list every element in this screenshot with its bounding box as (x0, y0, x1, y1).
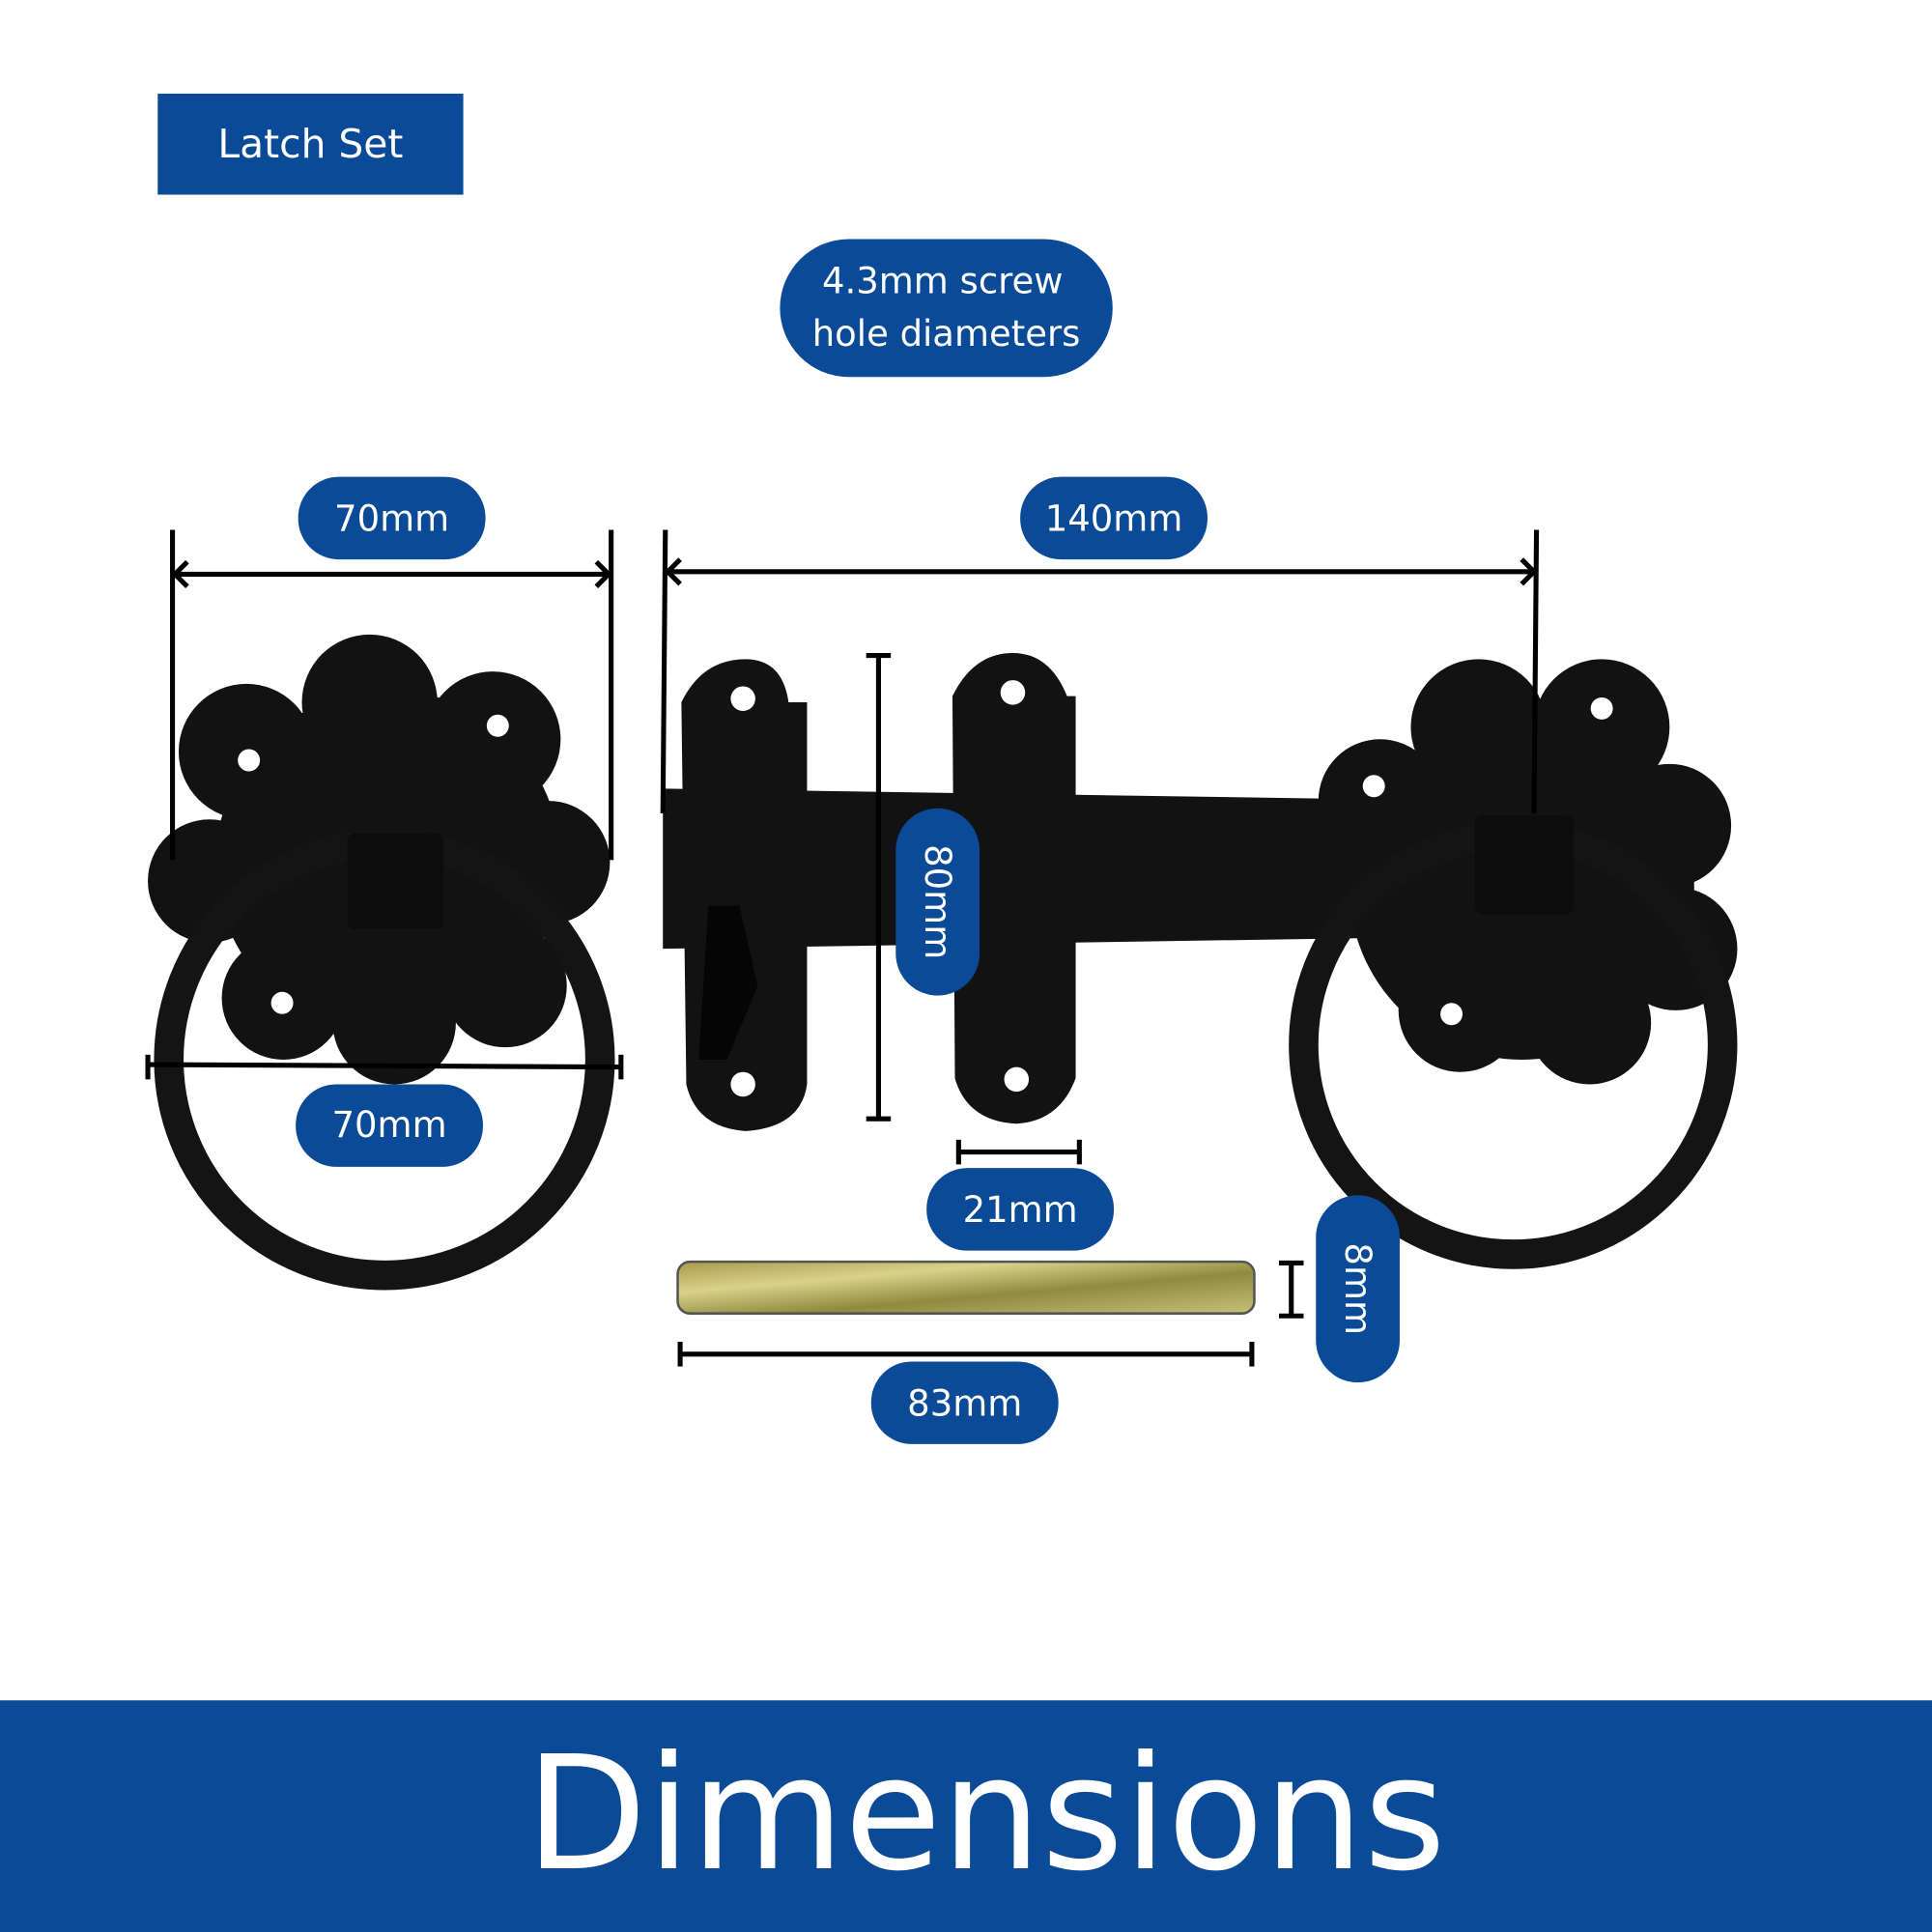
keep-height-label: 80mm (895, 808, 980, 996)
svg-text:70mm: 70mm (332, 1104, 447, 1146)
keep-width-label: 21mm (926, 1168, 1115, 1251)
screw-hole-note: 4.3mm screw hole diameters (780, 239, 1113, 378)
latch-assembly (663, 653, 1738, 1269)
badge-label: Latch Set (217, 121, 403, 167)
svg-text:21mm: 21mm (963, 1189, 1078, 1231)
footer-title: Dimensions (526, 1721, 1446, 1906)
footer-banner: Dimensions (0, 1700, 1932, 1932)
ring-diameter-label: 70mm (296, 1084, 483, 1167)
left-backplate (148, 634, 611, 1085)
bar-length-label: 140mm (1020, 476, 1208, 560)
spindle (676, 1260, 1256, 1315)
backplate-width-label: 70mm (298, 476, 486, 560)
latch-set-badge: Latch Set (157, 93, 464, 195)
svg-text:70mm: 70mm (334, 497, 449, 539)
spindle-thickness-label: 8mm (1316, 1195, 1400, 1383)
svg-text:83mm: 83mm (907, 1382, 1022, 1424)
note-line-1: 4.3mm screw (822, 260, 1064, 301)
svg-text:80mm: 80mm (917, 844, 958, 959)
left-ring-handle (148, 634, 615, 1291)
svg-text:140mm: 140mm (1045, 497, 1183, 539)
spindle-length-label: 83mm (870, 1361, 1059, 1444)
svg-text:8mm: 8mm (1337, 1242, 1378, 1335)
note-line-2: hole diameters (812, 313, 1081, 355)
dimension-lines (145, 529, 1540, 1367)
